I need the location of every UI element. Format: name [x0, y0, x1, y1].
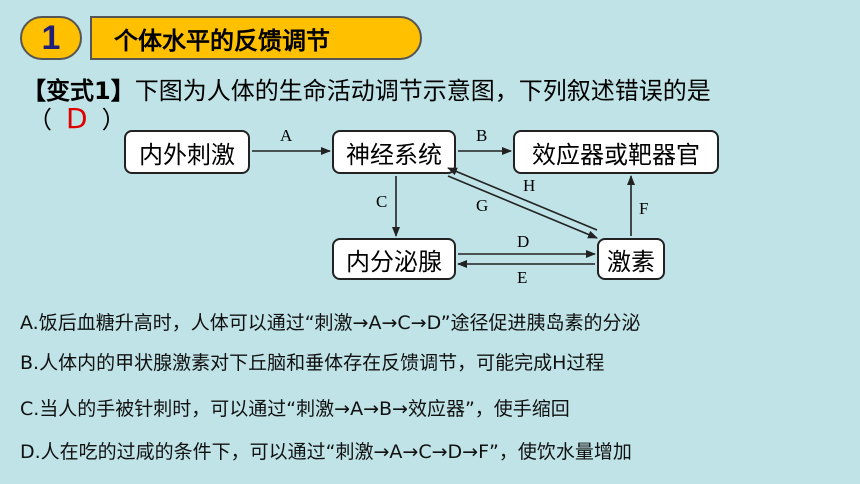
question-stem: 下图为人体的生命活动调节示意图，下列叙述错误的是	[134, 77, 711, 105]
label-b: B	[476, 126, 488, 145]
node-effector: 效应器或靶器官	[513, 130, 719, 174]
option-d: D.人在吃的过咸的条件下，可以通过“刺激→A→C→D→F”，使饮水量增加	[20, 441, 632, 463]
option-c: C.当人的手被针刺时，可以通过“刺激→A→B→效应器”，使手缩回	[20, 398, 570, 420]
node-hormone: 激素	[597, 238, 665, 280]
arrow-g	[447, 175, 598, 239]
close-paren: ）	[101, 106, 126, 134]
arrow-h	[447, 167, 598, 231]
section-number-badge: 1	[20, 16, 82, 60]
open-paren: （	[28, 106, 52, 134]
label-f: F	[639, 199, 649, 218]
question-text: 【变式1】下图为人体的生命活动调节示意图，下列叙述错误的是	[22, 76, 852, 106]
label-c: C	[376, 192, 388, 211]
node-nervous-system: 神经系统	[332, 130, 456, 174]
label-h: H	[523, 176, 536, 195]
answer-line: （ D ）	[28, 104, 126, 135]
node-stimulus: 内外刺激	[124, 130, 250, 174]
question-tag: 【变式1】	[22, 77, 135, 105]
label-e: E	[517, 268, 528, 287]
node-endocrine-gland: 内分泌腺	[332, 238, 456, 280]
label-g: G	[476, 196, 489, 215]
label-d: D	[517, 232, 530, 251]
option-a: A.饭后血糖升高时，人体可以通过“刺激→A→C→D”途径促进胰岛素的分泌	[20, 312, 641, 334]
section-title-banner: 个体水平的反馈调节	[90, 16, 422, 60]
label-a: A	[280, 126, 293, 145]
option-b: B.人体内的甲状腺激素对下丘脑和垂体存在反馈调节，可能完成H过程	[20, 352, 605, 374]
answer-letter: D	[66, 102, 88, 135]
